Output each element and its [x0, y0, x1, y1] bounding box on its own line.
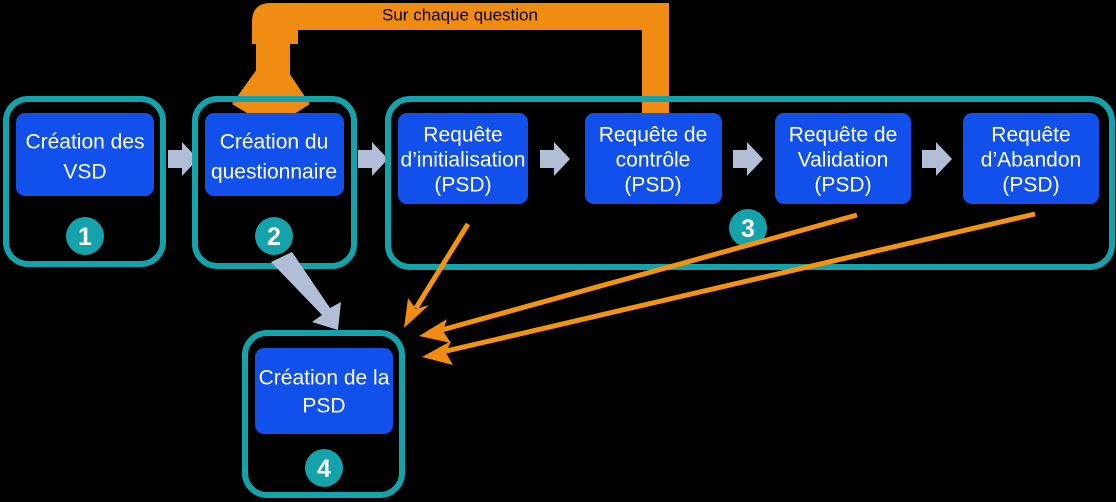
group-2-frame	[192, 96, 357, 269]
step-label-requete-validation-line3: (PSD)	[814, 174, 871, 197]
step-label-requete-controle-line2: contrôle	[616, 149, 691, 172]
step-box-creation-vsd[interactable]	[16, 113, 154, 196]
group-3: Requête d’initialisation (PSD) Requête d…	[385, 96, 1115, 270]
orange-return-arrows	[404, 211, 1036, 365]
group-2: Création du questionnaire 2	[192, 96, 357, 269]
step-label-creation-psd-line1: Création de la	[259, 367, 390, 390]
step-box-requete-validation[interactable]	[775, 113, 911, 204]
group-3-frame	[385, 96, 1115, 270]
badge-4-circle	[305, 449, 343, 487]
badge-1-text: 1	[78, 223, 92, 251]
grey-arrow-validation-to-abandon	[922, 142, 952, 176]
loop-arrowhead-triangle	[232, 48, 310, 104]
step-label-requete-initialisation-line2: d’initialisation	[401, 149, 526, 172]
grey-arrow-1-to-2	[168, 142, 198, 176]
group-4: Création de la PSD 4	[242, 330, 405, 498]
grey-arrow-controle-to-validation	[733, 142, 763, 176]
step-label-creation-vsd-line1: Création des	[25, 131, 144, 154]
step-label-creation-vsd-line2: VSD	[63, 161, 106, 184]
orange-return-line-abandon	[441, 211, 1036, 355]
step-label-requete-validation-line1: Requête de	[789, 124, 898, 147]
orange-return-line-validation	[437, 212, 858, 334]
badge-3-circle	[729, 209, 767, 247]
loop-label: Sur chaque question	[382, 5, 538, 24]
grey-arrow-2-to-3	[358, 142, 388, 176]
step-label-requete-validation-line2: Validation	[798, 149, 889, 172]
step-label-requete-initialisation-line1: Requête	[423, 124, 502, 147]
group-1: Création des VSD 1	[3, 96, 166, 267]
step-box-creation-psd[interactable]	[255, 348, 393, 434]
badge-2-text: 2	[267, 223, 281, 251]
grey-arrow-2-to-4-shape	[271, 252, 341, 330]
step-box-requete-controle[interactable]	[585, 113, 722, 204]
step-box-requete-abandon[interactable]	[963, 113, 1099, 204]
step-label-creation-questionnaire-line2: questionnaire	[211, 161, 337, 184]
step-label-requete-controle-line1: Requête de	[599, 124, 708, 147]
step-label-requete-abandon-line3: (PSD)	[1002, 174, 1059, 197]
badge-2-circle	[255, 217, 293, 255]
step-label-requete-initialisation-line3: (PSD)	[434, 174, 491, 197]
group-1-frame	[3, 96, 166, 267]
orange-return-arrowhead-initialisation	[404, 298, 429, 328]
orange-return-arrowhead-abandon	[422, 341, 453, 365]
badge-4-text: 4	[317, 455, 331, 483]
loop-band	[271, 3, 669, 40]
loop-right-descender	[642, 3, 669, 131]
step-label-requete-abandon-line1: Requête	[991, 124, 1070, 147]
orange-return-line-initialisation	[413, 222, 471, 310]
step-label-requete-abandon-line2: d’Abandon	[981, 149, 1081, 172]
step-label-creation-questionnaire-line1: Création du	[220, 131, 329, 154]
badge-1-circle	[66, 217, 104, 255]
step-box-requete-initialisation[interactable]	[398, 113, 528, 204]
grey-arrow-init-to-controle	[540, 142, 570, 176]
group-4-frame	[242, 330, 405, 498]
step-box-creation-questionnaire[interactable]	[205, 113, 344, 196]
badge-3-text: 3	[741, 215, 755, 243]
step-label-requete-controle-line3: (PSD)	[624, 174, 681, 197]
step-label-creation-psd-line2: PSD	[302, 395, 345, 418]
loop-sur-chaque-question: Sur chaque question	[232, 3, 669, 131]
orange-return-arrowhead-validation	[419, 319, 451, 343]
grey-arrow-2-to-4	[271, 252, 341, 330]
